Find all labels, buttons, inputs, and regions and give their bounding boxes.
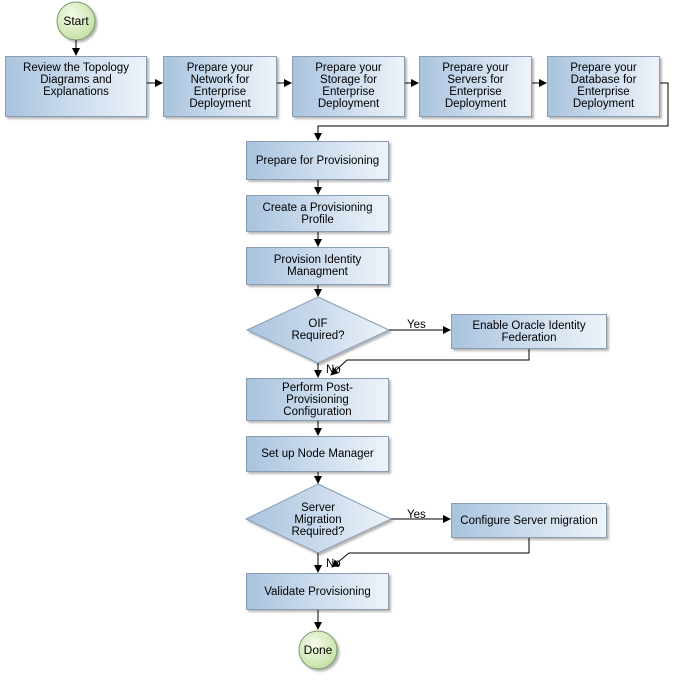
migration-yes-label: Yes	[407, 509, 426, 521]
step-prepare-database: Prepare your Database for Enterprise Dep…	[547, 56, 660, 117]
edge-configure-return	[331, 538, 530, 568]
step-prepare-provisioning: Prepare for Provisioning	[246, 141, 389, 180]
server-migration-decision-label: Server Migration Required?	[291, 502, 345, 538]
step-create-profile: Create a Provisioning Profile	[246, 195, 389, 232]
connectors	[72, 40, 669, 630]
step-prepare-storage: Prepare your Storage for Enterprise Depl…	[292, 56, 405, 117]
step-validate: Validate Provisioning	[246, 573, 389, 610]
step-enable-oif: Enable Oracle Identity Federation	[451, 314, 607, 349]
oif-decision-label: OIF Required?	[291, 318, 345, 342]
migration-no-label: No	[326, 558, 341, 570]
step-prepare-servers: Prepare your Servers for Enterprise Depl…	[419, 56, 532, 117]
step-provision-identity: Provision Identity Managment	[246, 247, 389, 285]
step-configure-migration: Configure Server migration	[451, 503, 607, 538]
done-label: Done	[303, 643, 333, 657]
start-label: Start	[63, 14, 89, 28]
edge-enable-return	[330, 349, 530, 376]
done-node	[298, 630, 338, 670]
oif-no-label: No	[326, 364, 341, 376]
edge-database-prepare	[314, 82, 669, 141]
step-post-provisioning: Perform Post-Provisioning Configuration	[246, 378, 389, 421]
step-review-topology: Review the Topology Diagrams and Explana…	[5, 56, 147, 117]
step-prepare-network: Prepare your Network for Enterprise Depl…	[163, 56, 277, 117]
step-node-manager: Set up Node Manager	[246, 436, 389, 472]
oif-yes-label: Yes	[407, 319, 426, 331]
